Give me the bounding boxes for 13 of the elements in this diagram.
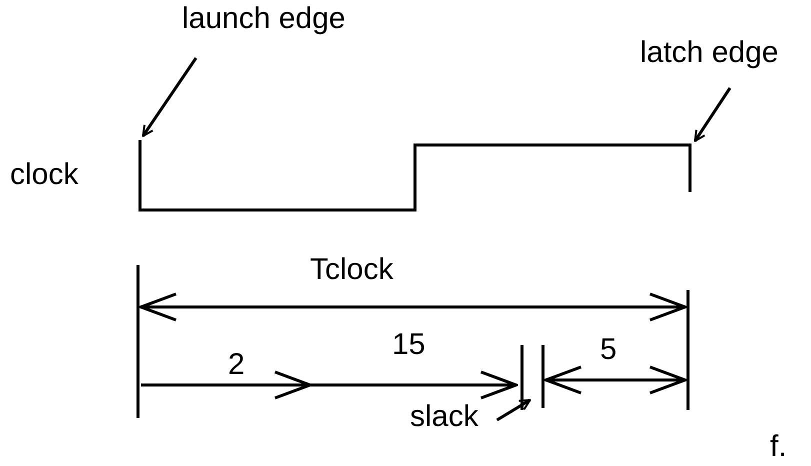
dimension-label: 2 bbox=[228, 350, 245, 380]
leader-arrow bbox=[694, 87, 732, 142]
dimension-label: 5 bbox=[600, 335, 617, 365]
annotation-text: slack bbox=[410, 402, 478, 432]
leader-arrow bbox=[142, 57, 198, 137]
note-text: f. bbox=[770, 432, 787, 462]
annotation-text: launch edge bbox=[182, 4, 346, 34]
leader-arrow bbox=[496, 398, 531, 422]
annotation-text: latch edge bbox=[640, 38, 778, 68]
dimension-label: 15 bbox=[392, 330, 426, 360]
period-label: Tclock bbox=[310, 255, 394, 285]
signal-label: clock bbox=[10, 160, 78, 190]
clock-waveform bbox=[138, 140, 692, 212]
